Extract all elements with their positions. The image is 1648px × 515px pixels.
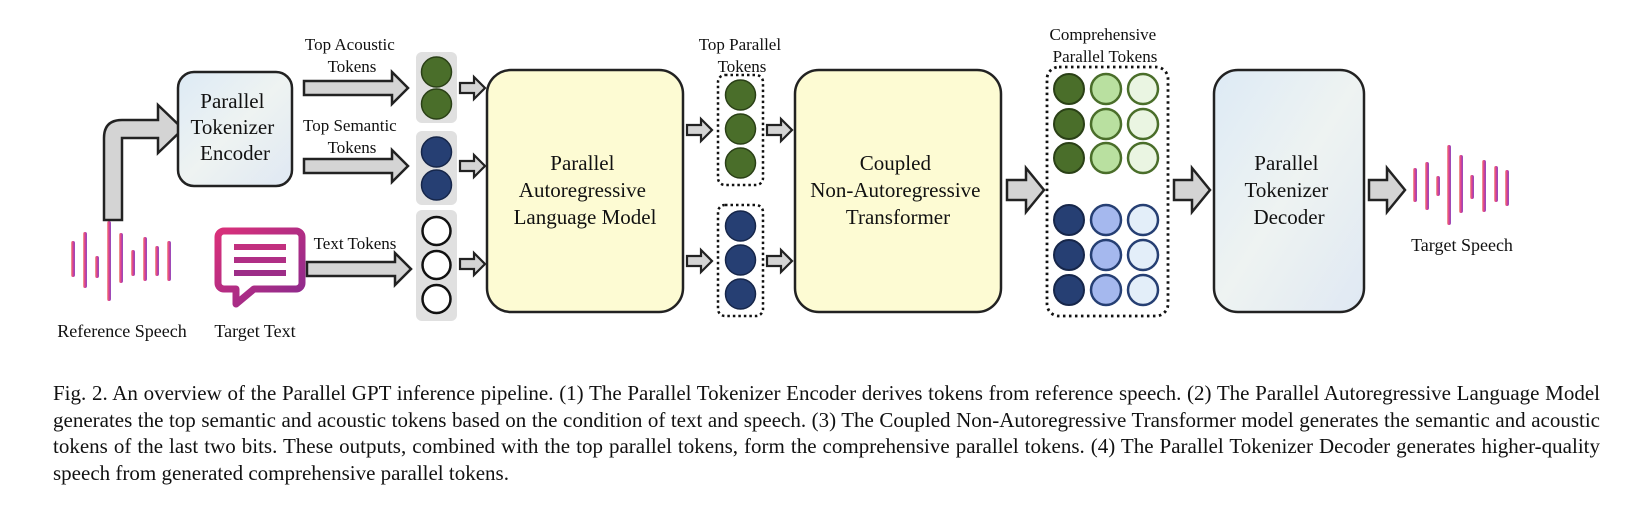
arrows-lm-to-top-parallel <box>685 116 714 275</box>
autoregressive-lm-label: Parallel Autoregressive Language Model <box>514 151 657 229</box>
top-semantic-tokens-label: Top Semantic Tokens <box>303 116 401 157</box>
target-speech-waveform-icon <box>1413 145 1509 225</box>
reference-speech-waveform-icon <box>71 221 171 301</box>
non-autoregressive-transformer-box <box>793 68 1003 314</box>
tokenizer-encoder-box <box>176 70 294 188</box>
target-text-chat-icon <box>214 227 306 308</box>
small-arrows-into-lm <box>458 74 487 278</box>
comprehensive-semantic-rows <box>1053 203 1160 307</box>
bent-arrow-to-encoder <box>102 102 185 222</box>
target-speech-label: Target Speech <box>1411 235 1513 255</box>
target-text-label: Target Text <box>214 321 295 341</box>
top-acoustic-tokens-label: Top Acoustic Tokens <box>305 35 399 76</box>
tokenizer-encoder-label: Parallel Tokenizer Encoder <box>191 89 280 165</box>
tokenizer-decoder-box <box>1212 68 1366 314</box>
figure-caption: Fig. 2. An overview of the Parallel GPT … <box>53 381 1600 485</box>
tokenizer-decoder-label: Parallel Tokenizer Decoder <box>1245 151 1334 229</box>
text-tokens-label: Text Tokens <box>314 234 397 253</box>
arrow-nar-to-comprehensive <box>1005 164 1046 216</box>
top-parallel-tokens-label: Top Parallel Tokens <box>699 35 786 76</box>
arrows-to-token-columns <box>302 68 413 289</box>
reference-speech-label: Reference Speech <box>57 321 186 341</box>
arrow-comprehensive-to-decoder <box>1172 164 1212 216</box>
comprehensive-parallel-tokens-label: Comprehensive Parallel Tokens <box>1050 25 1161 66</box>
arrow-decoder-to-speech <box>1367 164 1407 216</box>
comprehensive-acoustic-rows <box>1053 72 1160 175</box>
non-autoregressive-transformer-label: Coupled Non-Autoregressive Transformer <box>810 151 986 229</box>
autoregressive-lm-box <box>485 68 685 314</box>
pipeline-diagram: Reference Speech Target Text Parallel To… <box>57 25 1513 341</box>
arrows-into-nar <box>765 116 794 275</box>
